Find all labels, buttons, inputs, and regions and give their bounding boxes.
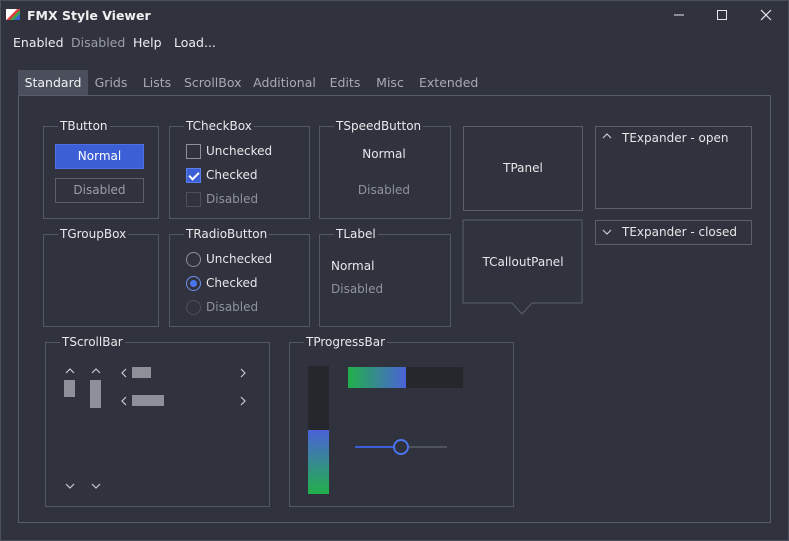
maximize-icon xyxy=(717,10,727,20)
vscroll1-thumb[interactable] xyxy=(64,380,75,397)
tgroupbox-title: TGroupBox xyxy=(58,227,129,241)
hscroll1-thumb[interactable] xyxy=(132,367,151,378)
tcalloutpanel-label: TCalloutPanel xyxy=(482,255,564,269)
hscroll1-right-arrow-icon[interactable] xyxy=(238,367,248,379)
title-bar[interactable]: FMX Style Viewer xyxy=(0,0,789,30)
vscroll1-up-arrow-icon[interactable] xyxy=(64,366,76,376)
tlabel-group-title: TLabel xyxy=(334,227,378,241)
tspeedbutton-group-title: TSpeedButton xyxy=(334,119,424,133)
chevron-up-icon[interactable] xyxy=(602,130,612,144)
maximize-button[interactable] xyxy=(700,0,744,30)
normal-speedbutton[interactable]: Normal xyxy=(362,147,406,161)
app-icon xyxy=(6,9,20,20)
unchecked-checkbox[interactable] xyxy=(186,144,201,159)
checked-radio[interactable] xyxy=(186,276,201,291)
tcalloutpanel xyxy=(462,219,583,315)
tradiobutton-group-title: TRadioButton xyxy=(184,227,270,241)
menu-item-enabled[interactable]: Enabled xyxy=(13,35,64,50)
tab-misc[interactable]: Misc xyxy=(376,75,404,90)
hscroll2-left-arrow-icon[interactable] xyxy=(119,395,129,407)
tprogressbar-group xyxy=(289,342,514,507)
texpander-closed[interactable] xyxy=(595,220,752,245)
tab-standard[interactable]: Standard xyxy=(18,70,88,96)
disabled-speedbutton: Disabled xyxy=(357,183,411,197)
vscroll2-thumb[interactable] xyxy=(90,380,101,408)
checked-radio-label[interactable]: Checked xyxy=(206,276,258,290)
trackbar-fill xyxy=(355,446,401,448)
hscroll2-right-arrow-icon[interactable] xyxy=(238,395,248,407)
minimize-icon xyxy=(674,14,684,16)
tab-additional[interactable]: Additional xyxy=(253,75,316,90)
disabled-button: Disabled xyxy=(55,178,144,203)
minimize-button[interactable] xyxy=(657,0,701,30)
close-button[interactable] xyxy=(744,0,788,30)
hscroll2-thumb[interactable] xyxy=(132,395,164,406)
tscrollbar-group xyxy=(45,342,270,507)
tbutton-group-title: TButton xyxy=(58,119,110,133)
window-title: FMX Style Viewer xyxy=(27,8,151,23)
chevron-down-icon[interactable] xyxy=(602,226,612,240)
vscroll2-up-arrow-icon[interactable] xyxy=(90,366,102,376)
trackbar-thumb[interactable] xyxy=(393,439,409,455)
tab-scrollbox[interactable]: ScrollBox xyxy=(184,75,242,90)
tbutton-group xyxy=(43,126,159,219)
checked-checkbox[interactable] xyxy=(186,168,201,183)
unchecked-radio[interactable] xyxy=(186,252,201,267)
texpander-closed-label[interactable]: TExpander - closed xyxy=(622,225,738,239)
tpanel xyxy=(463,126,583,211)
disabled-label: Disabled xyxy=(331,282,384,296)
disabled-radio-label: Disabled xyxy=(206,300,259,314)
checked-checkbox-label[interactable]: Checked xyxy=(206,168,258,182)
menu-item-help[interactable]: Help xyxy=(133,35,162,50)
texpander-open-label[interactable]: TExpander - open xyxy=(622,131,729,145)
vscroll2-down-arrow-icon[interactable] xyxy=(90,481,102,491)
tgroupbox xyxy=(43,234,159,327)
horizontal-progressbar xyxy=(348,367,463,388)
tscrollbar-group-title: TScrollBar xyxy=(60,335,125,349)
unchecked-checkbox-label[interactable]: Unchecked xyxy=(206,144,273,158)
normal-button[interactable]: Normal xyxy=(55,144,144,169)
tab-edits[interactable]: Edits xyxy=(329,75,361,90)
texpander-open xyxy=(595,126,752,209)
tab-extended[interactable]: Extended xyxy=(419,75,479,90)
tpanel-label: TPanel xyxy=(503,161,543,175)
vertical-progressbar xyxy=(308,366,329,494)
hscroll1-left-arrow-icon[interactable] xyxy=(119,367,129,379)
horizontal-progressbar-fill xyxy=(348,367,406,388)
tlabel-group xyxy=(319,234,451,327)
close-icon xyxy=(760,9,772,21)
tcheckbox-group-title: TCheckBox xyxy=(184,119,254,133)
disabled-checkbox xyxy=(186,192,201,207)
disabled-radio xyxy=(186,300,201,315)
tab-grids[interactable]: Grids xyxy=(94,75,128,90)
normal-label: Normal xyxy=(331,259,375,273)
unchecked-radio-label[interactable]: Unchecked xyxy=(206,252,273,266)
menu-item-disabled: Disabled xyxy=(71,35,126,50)
vertical-progressbar-fill xyxy=(308,430,329,494)
tprogressbar-group-title: TProgressBar xyxy=(304,335,388,349)
vscroll1-down-arrow-icon[interactable] xyxy=(64,481,76,491)
tab-lists[interactable]: Lists xyxy=(142,75,172,90)
tspeedbutton-group xyxy=(319,126,451,219)
disabled-checkbox-label: Disabled xyxy=(206,192,259,206)
menu-item-load[interactable]: Load... xyxy=(174,35,216,50)
tab-content-frame xyxy=(18,95,771,523)
